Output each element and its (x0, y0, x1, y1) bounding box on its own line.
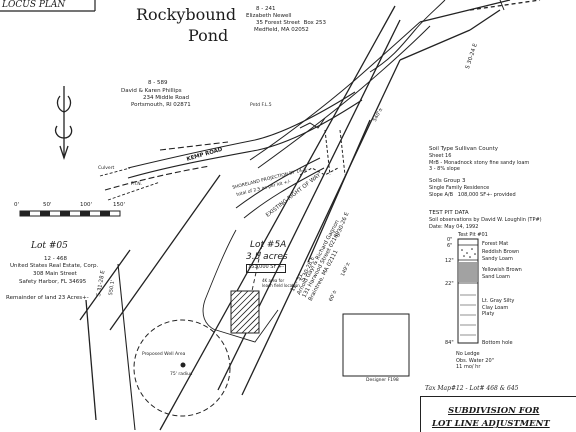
layer-reddish-brown: Reddish Brown Sandy Loam (482, 249, 520, 262)
depth-84: 84" (445, 340, 454, 346)
test-pit-number: Test Pit #01 (458, 232, 488, 238)
tax-map-label: Tax Map#12 - Lot# 468 & 645 (425, 385, 519, 392)
test-pit-obs: Soil observations by David W. Loughlin (… (429, 217, 542, 223)
test-pit-column (457, 238, 479, 344)
layer-forest-mat: Forest Mat (482, 241, 509, 247)
well-area-label: Proposed Well Area (142, 352, 186, 357)
scale-bar (19, 210, 121, 217)
depth-6: 6" (447, 243, 453, 249)
lot-05-title: Lot #05 (31, 241, 68, 251)
soil-type-lines: Sheet 16 MrB - Monadnock stony fine sand… (429, 153, 530, 172)
phillips-city: Portsmouth, RI 02871 (131, 102, 191, 108)
scale-0: 0' (14, 202, 20, 208)
test-pit-date: Date: May 04, 1992 (429, 224, 479, 230)
phillips-name: David & Karen Phillips (121, 88, 182, 94)
leach-field (230, 290, 260, 334)
designer-label: Designer F198 (366, 378, 399, 383)
soil-type-header: Soil Type Sullivan County (429, 146, 499, 152)
kemp-road (104, 91, 363, 191)
soil-group-lines: Single Family Residence Slope A/B 108,00… (429, 185, 516, 198)
usre-city: Safety Harbor, FL 34695 (19, 279, 87, 285)
lot-5a-title: Lot #5A (250, 240, 287, 250)
lot-5a-area-box (246, 264, 286, 273)
locus-plan-label: LOCUS PLAN (2, 0, 66, 10)
lot-5a-area: 153,000 SF +- (248, 264, 284, 270)
well-radius-label: 75' radius (170, 372, 193, 377)
newell-city: Medfield, MA 02052 (254, 27, 309, 33)
well-radius-circle (133, 319, 231, 417)
depth-12: 12" (445, 258, 454, 264)
usre-id: 12 - 468 (44, 256, 67, 262)
usre-name: United States Real Estate, Corp. (10, 263, 99, 269)
stream-lines (249, 0, 446, 169)
north-arrow-icon (54, 86, 73, 161)
phillips-id: 8 - 589 (148, 80, 168, 86)
locus-plan-box (0, 0, 96, 12)
right-boundary (499, 0, 505, 11)
pin-label-a: Pntd F.L.5 (250, 103, 272, 108)
leach-note: 4K area for leach field location (262, 278, 300, 288)
newell-name: Elizabeth Newell (246, 13, 292, 19)
lot-line-adjustment-title: LOT LINE ADJUSTMENT (432, 419, 550, 429)
depth-22: 22" (445, 281, 454, 287)
right-of-way (235, 129, 346, 219)
usre-remainder: Remainder of land 23 Acres+- (6, 295, 89, 301)
scale-50: 50' (43, 202, 52, 208)
lot-5a-acres: 3.5 acres (246, 252, 288, 262)
pin-label-c: Culvert (98, 166, 115, 171)
newell-id: 8 - 241 (256, 6, 276, 12)
layer-bottom: Bottom hole (482, 340, 513, 346)
pin-label-b: P.I.N. (131, 182, 142, 187)
layer-gray-clay: Lt. Gray Silty Clay Loam Platy (482, 298, 515, 317)
pond-name-line1: Rockybound (136, 5, 237, 24)
test-pit-notes: No Ledge Obs. Water 20" 11 mo/ hr (456, 351, 494, 370)
usre-address: 308 Main Street (33, 271, 77, 277)
scale-150: 150' (113, 202, 126, 208)
phillips-address: 234 Middle Road (143, 95, 189, 101)
soil-group-header: Soils Group 3 (429, 178, 466, 184)
designer-box (342, 313, 410, 377)
depth-0: 0" (447, 237, 453, 243)
scale-100: 100' (80, 202, 93, 208)
lot-5-lines (99, 167, 161, 201)
test-pit-header: TEST PIT DATA (429, 210, 469, 216)
subdivision-title: SUBDIVISION FOR (448, 406, 540, 416)
layer-yellowish-brown: Yellowish Brown Sand Loam (482, 267, 522, 280)
pond-name-line2: Pond (188, 26, 229, 45)
title-block (420, 396, 576, 432)
newell-address: 35 Forest Street Box 253 (256, 20, 327, 26)
